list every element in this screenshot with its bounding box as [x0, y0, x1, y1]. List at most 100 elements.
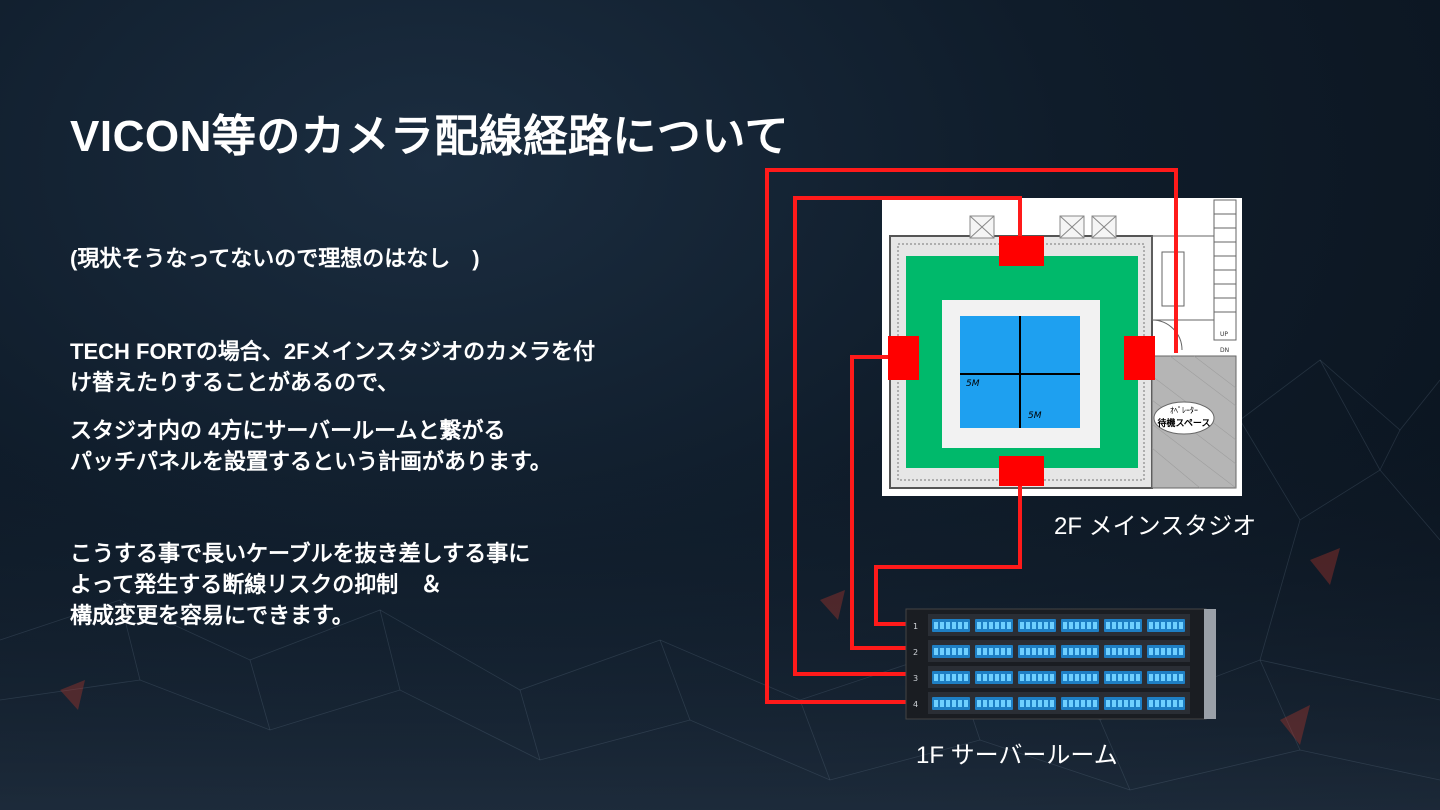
rack-port — [1069, 648, 1073, 655]
rack-port — [1155, 700, 1159, 707]
dimension-label-1: 5M — [966, 379, 980, 389]
rack-port — [1167, 622, 1171, 629]
rack-port — [1044, 648, 1048, 655]
rack-port — [1149, 674, 1153, 681]
rack-port — [1124, 622, 1128, 629]
rack-port — [1038, 622, 1042, 629]
rack-port — [995, 674, 999, 681]
rack-port — [1112, 674, 1116, 681]
rack-port — [934, 700, 938, 707]
rack-port — [1069, 700, 1073, 707]
rack-port — [1118, 622, 1122, 629]
rack-port — [1173, 700, 1177, 707]
rack-port — [1106, 622, 1110, 629]
rack-port — [958, 700, 962, 707]
rack-port — [1179, 674, 1183, 681]
rack-port — [1050, 622, 1054, 629]
rack-port — [1020, 648, 1024, 655]
paragraph-1: TECH FORTの場合、2Fメインスタジオのカメラを付 け替えたりすることがあ… — [70, 336, 595, 398]
rack-port — [1136, 674, 1140, 681]
rack-port — [977, 674, 981, 681]
rack-port — [1149, 622, 1153, 629]
rack-port — [958, 622, 962, 629]
rack-port — [1118, 700, 1122, 707]
rack-port — [964, 622, 968, 629]
rack-port — [1063, 674, 1067, 681]
rack-port — [1130, 648, 1134, 655]
rack-port — [1020, 700, 1024, 707]
rack-port — [952, 700, 956, 707]
rack-port — [983, 622, 987, 629]
rack-port — [1075, 674, 1079, 681]
paragraph-1-line-2: け替えたりすることがあるので、 — [70, 370, 400, 395]
rack-port — [1020, 674, 1024, 681]
rack-port — [1032, 700, 1036, 707]
dn-label: DN — [1220, 347, 1229, 354]
rack-port — [964, 700, 968, 707]
rack-port — [977, 622, 981, 629]
rack-port — [1026, 700, 1030, 707]
rack-port — [1063, 622, 1067, 629]
rack-port — [977, 700, 981, 707]
rack-port — [1136, 648, 1140, 655]
rack-port — [1179, 622, 1183, 629]
rack-port — [1032, 622, 1036, 629]
paragraph-2-line-2: パッチパネルを設置するという計画があります。 — [70, 449, 552, 474]
rack-port — [1001, 622, 1005, 629]
rack-port — [946, 674, 950, 681]
rack-port — [1112, 700, 1116, 707]
rack-port — [952, 648, 956, 655]
rack-port — [1087, 674, 1091, 681]
rack-port — [1161, 622, 1165, 629]
rack-port — [940, 674, 944, 681]
rack-port — [1087, 700, 1091, 707]
slide-title: VICON等のカメラ配線経路について — [70, 112, 790, 161]
rack-port — [1093, 648, 1097, 655]
rack-port — [1075, 700, 1079, 707]
rack-port — [1050, 674, 1054, 681]
paragraph-2: スタジオ内の 4方にサーバールームと繋がる パッチパネルを設置するという計画があ… — [70, 415, 552, 477]
rack-port — [958, 674, 962, 681]
rack-port — [1149, 700, 1153, 707]
top-structures — [969, 215, 1117, 239]
rack-port — [1050, 700, 1054, 707]
patch-point-west — [888, 336, 919, 380]
note-text: (現状そうなってないので理想のはなし ) — [70, 243, 480, 274]
rack-row-label: 1 — [913, 622, 918, 631]
rack-row-label: 3 — [913, 674, 918, 683]
rack-port — [1063, 700, 1067, 707]
rack-port — [964, 674, 968, 681]
rack-port — [946, 648, 950, 655]
paragraph-3-line-2: よって発生する断線リスクの抑制 ＆ — [70, 572, 443, 597]
rack-port — [964, 648, 968, 655]
rack-port — [1081, 674, 1085, 681]
rack-port — [952, 622, 956, 629]
studio-caption: 2F メインスタジオ — [1054, 513, 1257, 540]
waiting-space-bubble — [1153, 401, 1215, 435]
rack-port — [1001, 674, 1005, 681]
rack-port — [995, 648, 999, 655]
rack-port — [1038, 674, 1042, 681]
rack-port — [1026, 648, 1030, 655]
rack-port — [1026, 674, 1030, 681]
rack-port — [1044, 674, 1048, 681]
cable-routes — [765, 168, 1178, 704]
rack-port — [1087, 648, 1091, 655]
rack-row-label: 2 — [913, 648, 918, 657]
rack-port — [958, 648, 962, 655]
paragraph-3-line-3: 構成変更を容易にできます。 — [70, 603, 354, 628]
rack-port — [977, 648, 981, 655]
rack-port — [1063, 648, 1067, 655]
rack-port — [1130, 674, 1134, 681]
rack-port — [983, 648, 987, 655]
rack-port — [1087, 622, 1091, 629]
patch-point-east — [1124, 336, 1155, 380]
rack-port — [1081, 700, 1085, 707]
paragraph-3: こうする事で長いケーブルを抜き差しする事に よって発生する断線リスクの抑制 ＆ … — [70, 538, 530, 631]
rack-port — [1149, 648, 1153, 655]
rack-port — [1167, 648, 1171, 655]
paragraph-3-line-1: こうする事で長いケーブルを抜き差しする事に — [70, 541, 531, 566]
cable-south — [874, 484, 1022, 626]
rack-port — [1106, 700, 1110, 707]
